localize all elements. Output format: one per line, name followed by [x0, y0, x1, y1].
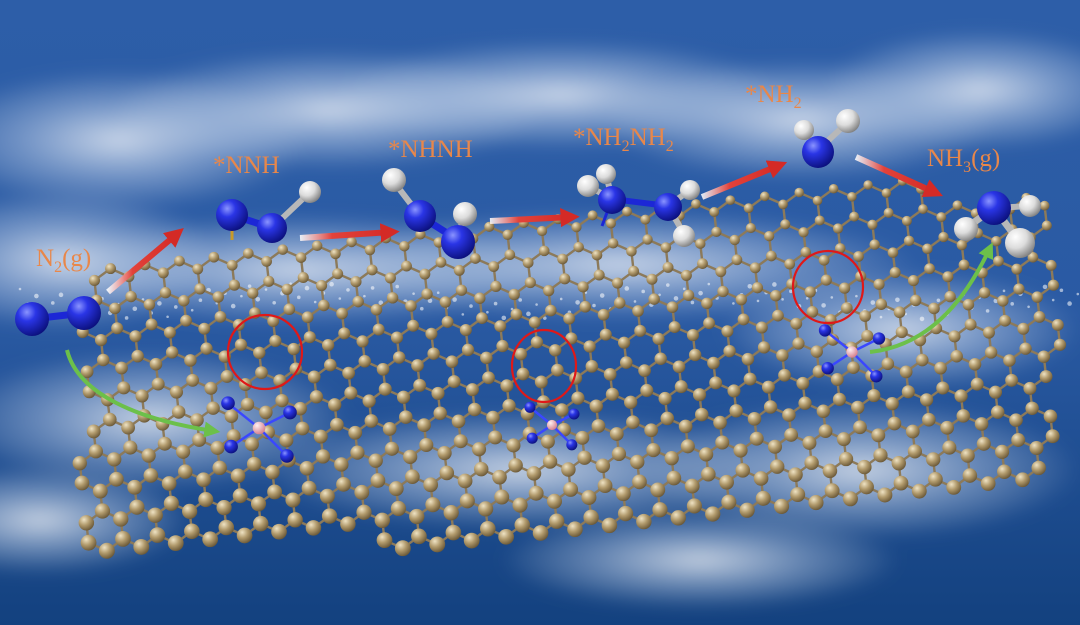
label-nh2nh2: *NH2NH2	[573, 125, 674, 155]
label-nhnh: *NHNH	[388, 137, 473, 162]
label-nh2nh2-sub1: 2	[621, 138, 630, 155]
nh2-intermediate	[794, 109, 860, 168]
highlight-ring-3	[791, 249, 865, 325]
label-nh3-tail: (g)	[971, 145, 1001, 172]
ammonia-molecule	[954, 191, 1041, 258]
metal-n4-sites	[221, 324, 886, 463]
label-n2-tail: (g)	[62, 245, 92, 272]
adsorption-arrow	[65, 349, 221, 438]
label-nh3-main: NH	[927, 145, 964, 172]
label-nh3-sub: 3	[963, 159, 972, 176]
desorption-arrow	[869, 242, 994, 354]
label-nh2nh2-mid: NH	[629, 124, 666, 151]
label-nhnh-main: *NHNH	[388, 136, 473, 163]
arrow-n2-to-nnh	[106, 228, 184, 295]
reaction-arrows	[65, 154, 994, 438]
arrow-nh2nh2-to-nh2	[700, 160, 788, 200]
label-n2-main: N	[36, 245, 55, 272]
label-n2-gas: N2(g)	[36, 246, 91, 276]
arrow-nhnh-to-nh2nh2	[489, 207, 580, 228]
nnh-intermediate	[216, 181, 321, 243]
label-nh2-main: *NH	[745, 81, 794, 108]
label-nnh-main: *NNH	[213, 152, 280, 179]
label-nh2nh2-sub2: 2	[665, 138, 674, 155]
nitrogen-molecule	[15, 296, 101, 336]
label-nh2nh2-pre: *NH	[573, 124, 622, 151]
highlight-ring-2	[510, 328, 578, 404]
nhnh-intermediate	[382, 168, 477, 259]
label-nh3-gas: NH3(g)	[927, 146, 1000, 176]
label-n2-sub: 2	[54, 259, 63, 276]
highlight-ring-1	[226, 313, 304, 391]
label-nh2: *NH2	[745, 82, 802, 112]
nh2nh2-intermediate	[577, 164, 700, 247]
arrow-nh2-to-nh3	[854, 154, 944, 198]
label-nh2-sub: 2	[793, 95, 802, 112]
label-nnh: *NNH	[213, 153, 280, 178]
arrow-nnh-to-nhnh	[299, 223, 400, 243]
